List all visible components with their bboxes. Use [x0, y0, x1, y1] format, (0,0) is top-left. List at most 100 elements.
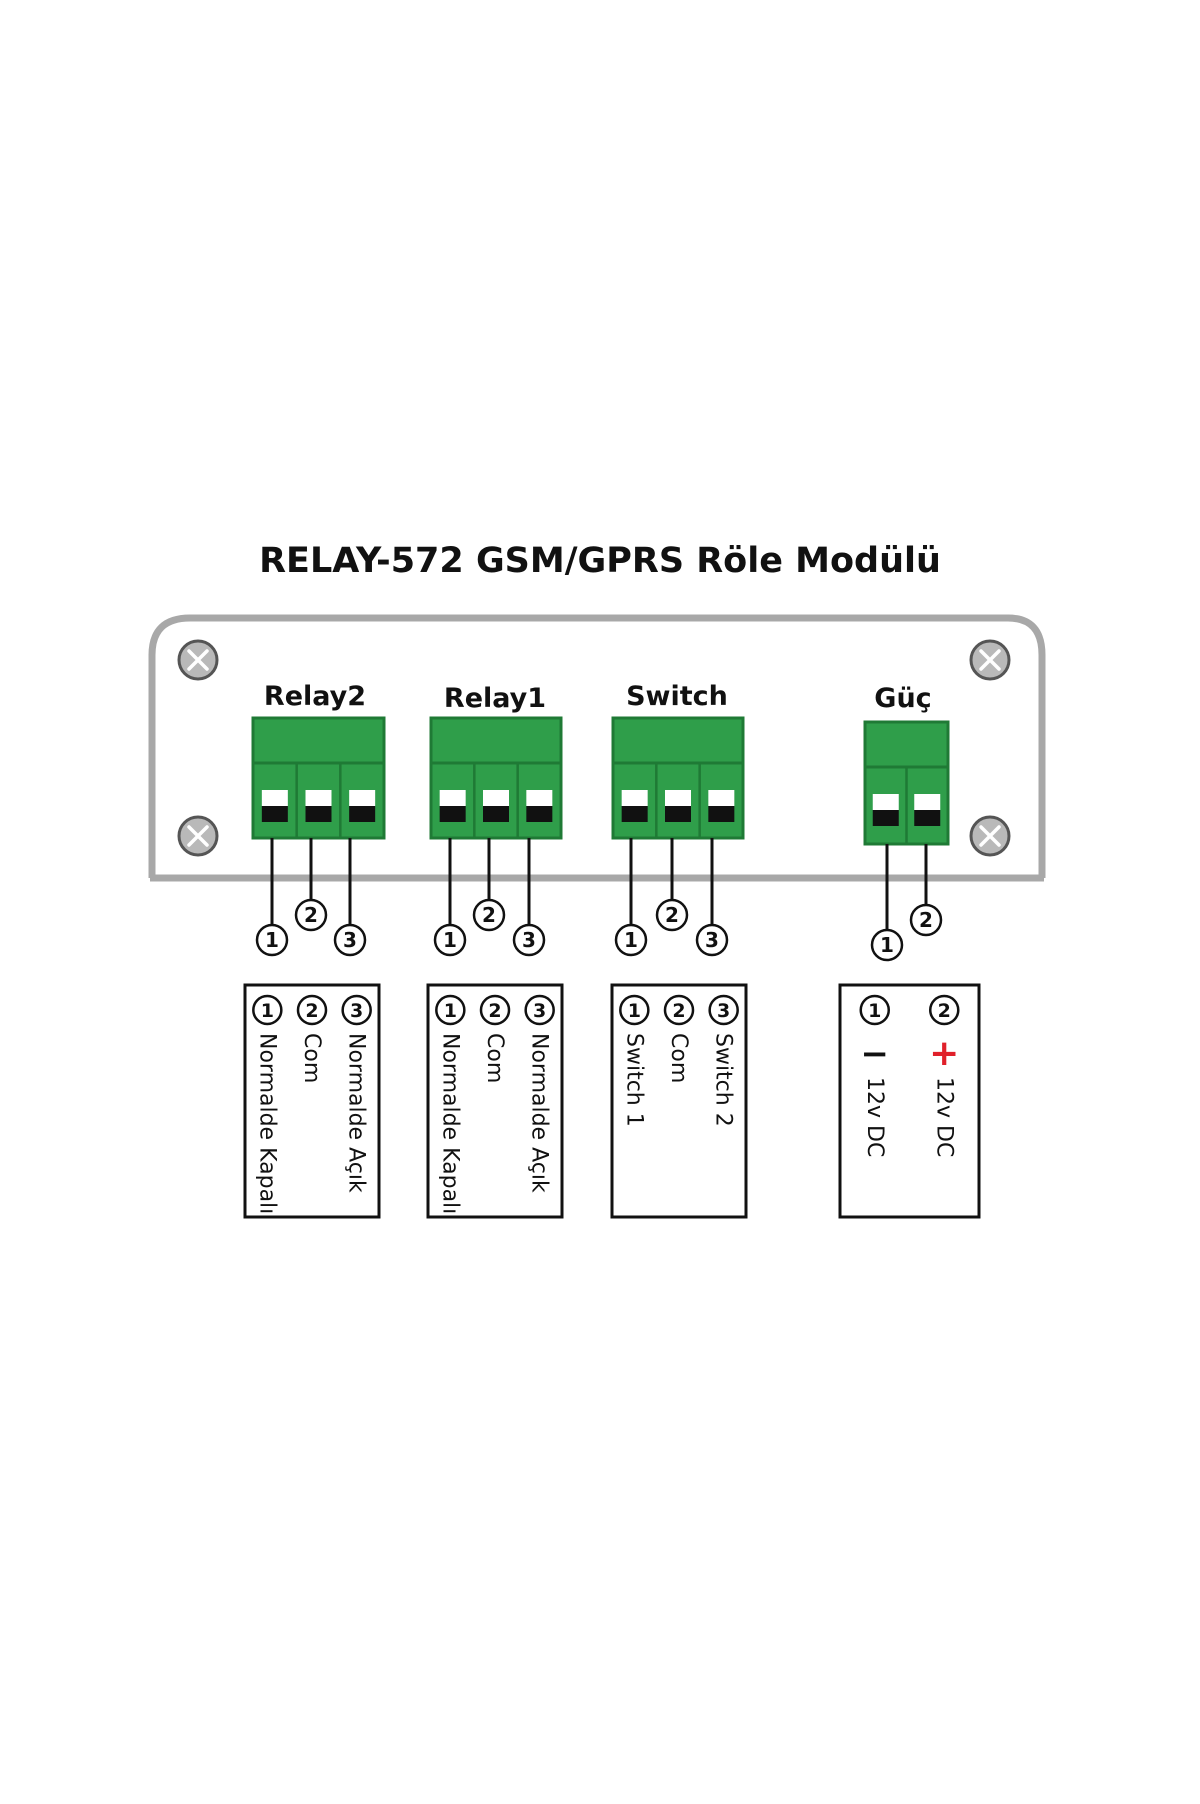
legend-pin-description: Normalde Açık [344, 1033, 369, 1193]
circled-number-marker: 1 [619, 994, 650, 1026]
circled-number-marker: 1 [252, 994, 283, 1026]
number-ring [341, 994, 372, 1026]
pin-number: 2 [304, 903, 318, 927]
pin-number: 3 [533, 1000, 546, 1022]
circled-number-marker: 3 [512, 923, 546, 957]
legend-pin-description: Com [666, 1033, 691, 1083]
screw-slash [187, 649, 209, 671]
number-ring [655, 898, 689, 932]
number-ring [909, 903, 943, 937]
circled-number-marker: 2 [663, 994, 695, 1026]
pin-number: 2 [672, 1000, 685, 1022]
circled-number-marker: 3 [695, 923, 729, 957]
number-ring [472, 898, 506, 932]
terminal-screw-opening [305, 790, 332, 806]
circled-number-marker: 1 [614, 923, 648, 957]
terminal-screw-opening [708, 790, 735, 806]
number-ring [433, 923, 467, 957]
legend-pin-description: 12v DC [862, 1077, 887, 1157]
circled-number-marker: 1 [433, 923, 467, 957]
pin-number: 1 [868, 1000, 881, 1022]
number-ring [512, 923, 546, 957]
pin-number: 3 [343, 928, 357, 952]
legend-pin-description: Com [299, 1033, 324, 1083]
pin-number: 1 [624, 928, 638, 952]
number-ring [255, 923, 289, 957]
terminal-block-label: Relay2 [264, 681, 366, 712]
number-ring [870, 928, 904, 962]
terminal-screw-opening [872, 794, 899, 810]
terminal-screw-opening [914, 794, 941, 810]
circled-number-marker: 2 [294, 898, 328, 932]
terminal-wire-opening [349, 806, 376, 822]
screw-x-icon [177, 639, 219, 681]
legend-pin-description: 12v DC [931, 1077, 956, 1157]
pin-number: 3 [717, 1000, 730, 1022]
circled-number-marker: 3 [524, 994, 555, 1026]
screw-x-icon [177, 815, 219, 857]
pin-number: 3 [705, 928, 719, 952]
number-ring [614, 923, 648, 957]
circled-number-marker: 1 [255, 923, 289, 957]
number-ring [479, 994, 511, 1026]
legend-frame [838, 983, 981, 1219]
pin-number: 2 [665, 903, 679, 927]
pin-number: 1 [443, 928, 457, 952]
number-ring [859, 994, 890, 1026]
number-ring [252, 994, 283, 1026]
number-ring [929, 994, 960, 1026]
pin-number: 2 [919, 908, 933, 932]
number-ring [619, 994, 650, 1026]
number-ring [695, 923, 729, 957]
terminal-wire-opening [621, 806, 648, 822]
pin-number: 3 [350, 1000, 363, 1022]
pin-number: 1 [880, 933, 894, 957]
terminal-block-label: Güç [874, 683, 931, 714]
terminal-wire-opening [526, 806, 553, 822]
screw-slash [187, 825, 209, 847]
minus-sign-icon: − [861, 1034, 890, 1074]
legend-pin-description: Switch 2 [711, 1033, 736, 1127]
pin-number: 1 [628, 1000, 641, 1022]
terminal-block-label: Relay1 [444, 683, 546, 714]
terminal-wire-opening [439, 806, 466, 822]
legend-pin-description: Normalde Kapalı [254, 1033, 279, 1214]
diagram-title: RELAY-572 GSM/GPRS Röle Modülü [259, 541, 941, 581]
pin-number: 3 [522, 928, 536, 952]
screw-x-icon [969, 639, 1011, 681]
pin-number: 2 [482, 903, 496, 927]
terminal-wire-opening [261, 806, 288, 822]
circled-number-marker: 2 [909, 903, 943, 937]
legend-pin-description: Normalde Açık [527, 1033, 552, 1193]
legend-pin-description: Normalde Kapalı [437, 1033, 462, 1214]
circled-number-marker: 1 [859, 994, 890, 1026]
terminal-wire-opening [708, 806, 735, 822]
number-ring [524, 994, 555, 1026]
screw-x-icon [969, 815, 1011, 857]
screw-slash [979, 825, 1001, 847]
terminal-screw-opening [621, 790, 648, 806]
pin-number: 1 [444, 1000, 457, 1022]
terminal-wire-opening [305, 806, 332, 822]
terminal-screw-opening [483, 790, 509, 806]
legend-pin-description: Switch 1 [621, 1033, 646, 1127]
terminal-screw-opening [526, 790, 553, 806]
circled-number-marker: 2 [296, 994, 328, 1026]
number-ring [663, 994, 695, 1026]
pin-number: 2 [938, 1000, 951, 1022]
number-ring [296, 994, 328, 1026]
circled-number-marker: 2 [479, 994, 511, 1026]
number-ring [294, 898, 328, 932]
terminal-wire-opening [483, 806, 509, 822]
terminal-screw-opening [261, 790, 288, 806]
terminal-screw-opening [349, 790, 376, 806]
pin-number: 2 [488, 1000, 501, 1022]
